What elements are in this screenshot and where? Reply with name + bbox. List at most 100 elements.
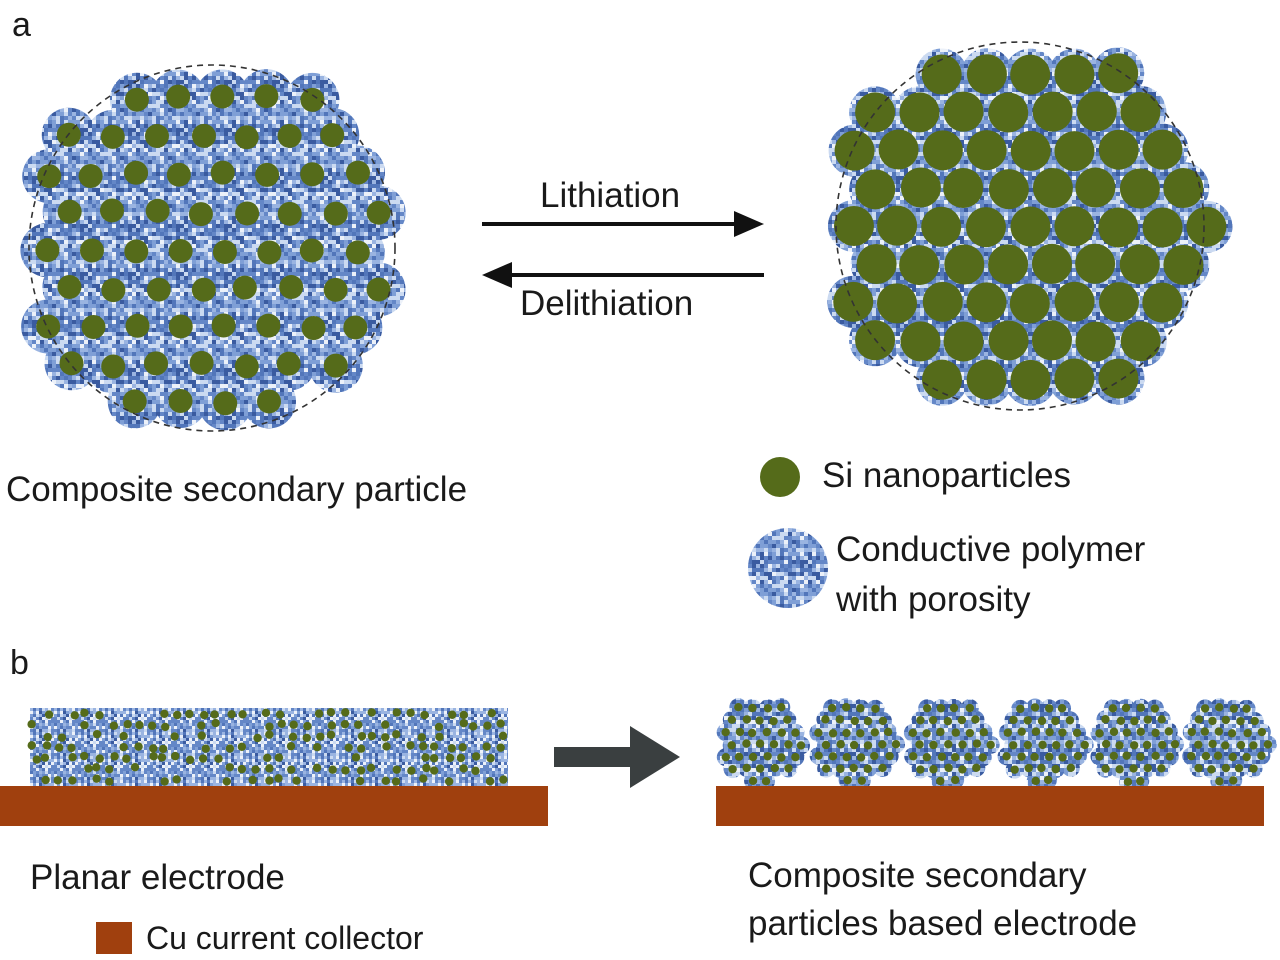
si-nanoparticle <box>420 710 429 720</box>
si-nanoparticle <box>964 752 973 761</box>
si-nanoparticle <box>922 281 963 322</box>
si-nanoparticle <box>135 720 144 730</box>
si-nanoparticle <box>842 728 851 738</box>
si-nanoparticle <box>234 125 259 150</box>
si-nanoparticle <box>287 765 296 774</box>
si-nanoparticle <box>1250 716 1259 726</box>
si-nanoparticle <box>1163 168 1204 209</box>
si-nanoparticle <box>119 742 128 752</box>
si-nanoparticle <box>166 162 191 187</box>
si-nanoparticle <box>856 243 897 284</box>
si-nanoparticle <box>210 84 235 109</box>
si-nanoparticle <box>921 54 962 95</box>
si-nanoparticle <box>1072 728 1082 737</box>
si-nanoparticle <box>1024 763 1033 773</box>
si-nanoparticle <box>101 278 126 303</box>
si-nanoparticle <box>1263 740 1273 749</box>
si-nanoparticle <box>1243 728 1252 738</box>
transition-arrow <box>554 726 680 788</box>
si-nanoparticle <box>1109 751 1119 761</box>
si-nanoparticle <box>1228 752 1237 762</box>
si-nanoparticle <box>1098 282 1139 323</box>
si-nanoparticle <box>965 207 1006 248</box>
si-nanoparticle <box>341 766 350 775</box>
si-nanoparticle <box>92 774 101 783</box>
si-nanoparticle <box>171 751 180 761</box>
si-nanoparticle <box>1076 91 1117 132</box>
si-nanoparticle <box>936 776 945 786</box>
si-nanoparticle <box>100 198 125 223</box>
si-nanoparticle <box>1054 131 1095 172</box>
si-nanoparticle <box>289 720 298 729</box>
si-nanoparticle <box>1120 321 1161 362</box>
si-nanoparticle <box>343 315 368 340</box>
si-nanoparticle <box>1242 752 1251 762</box>
si-nanoparticle <box>849 740 859 750</box>
si-nanoparticle <box>105 777 114 786</box>
si-nanoparticle <box>356 744 366 753</box>
si-nanoparticle <box>1257 727 1267 737</box>
si-nanoparticle <box>456 753 466 763</box>
si-nanoparticle <box>274 753 284 762</box>
si-nanoparticle <box>1257 751 1266 760</box>
si-nanoparticle <box>922 130 963 171</box>
dashed-outline-circle <box>835 41 1205 411</box>
si-nanoparticle <box>966 54 1007 95</box>
si-nanoparticle <box>471 766 480 776</box>
si-nanoparticle <box>1201 751 1211 761</box>
si-nanoparticle <box>277 201 302 226</box>
si-nanoparticle <box>1208 716 1217 726</box>
si-nanoparticle <box>200 710 209 720</box>
si-nanoparticle <box>300 162 325 187</box>
si-nanoparticle <box>119 731 128 741</box>
si-nanoparticle <box>1151 751 1160 761</box>
si-nanoparticle <box>323 353 348 378</box>
si-nanoparticle <box>303 721 312 731</box>
si-nanoparticle <box>922 729 931 738</box>
si-nanoparticle <box>314 709 324 718</box>
si-nanoparticle <box>301 316 326 341</box>
planar-polymer-layer <box>30 708 508 788</box>
si-nanoparticle <box>422 763 431 773</box>
si-nanoparticle <box>157 753 167 762</box>
si-nanoparticle <box>979 728 988 737</box>
si-nanoparticle <box>849 763 858 773</box>
si-nanoparticle <box>777 753 786 762</box>
si-nanoparticle <box>1136 727 1145 736</box>
si-nanoparticle <box>966 359 1007 400</box>
si-nanoparticle <box>323 201 348 226</box>
si-nanoparticle <box>835 715 844 724</box>
panel-b-label: b <box>10 644 29 682</box>
si-nanoparticle <box>227 710 236 719</box>
si-nanoparticle <box>326 730 336 739</box>
si-nanoparticle <box>1213 751 1223 760</box>
si-nanoparticle <box>100 124 125 149</box>
si-nanoparticle <box>856 753 866 762</box>
si-nanoparticle <box>225 744 235 753</box>
si-nanoparticle <box>168 239 193 264</box>
delithiation-label: Delithiation <box>520 284 694 323</box>
composite-particle-small <box>903 698 1000 790</box>
si-nanoparticle <box>253 733 262 743</box>
si-nanoparticle <box>485 777 495 786</box>
si-nanoparticle <box>769 716 778 726</box>
si-nanoparticle <box>279 275 304 300</box>
si-nanoparticle <box>1066 763 1076 772</box>
si-nanoparticle <box>921 206 962 247</box>
si-nanoparticle <box>944 244 985 285</box>
si-nanoparticle <box>41 775 50 785</box>
si-nanoparticle <box>122 754 131 763</box>
si-nanoparticle <box>899 92 940 133</box>
si-nanoparticle <box>35 238 60 263</box>
si-nanoparticle <box>313 743 322 752</box>
si-nanoparticle <box>1002 752 1011 761</box>
si-nanoparticle <box>770 763 780 773</box>
si-nanoparticle <box>988 320 1029 361</box>
si-nanoparticle <box>320 123 345 148</box>
si-nanoparticle <box>1009 715 1018 725</box>
si-nanoparticle <box>351 753 361 762</box>
si-nanoparticle <box>1221 715 1231 725</box>
si-nanoparticle <box>1157 715 1166 724</box>
si-nanoparticle <box>323 277 348 302</box>
si-nanoparticle <box>1123 777 1133 787</box>
